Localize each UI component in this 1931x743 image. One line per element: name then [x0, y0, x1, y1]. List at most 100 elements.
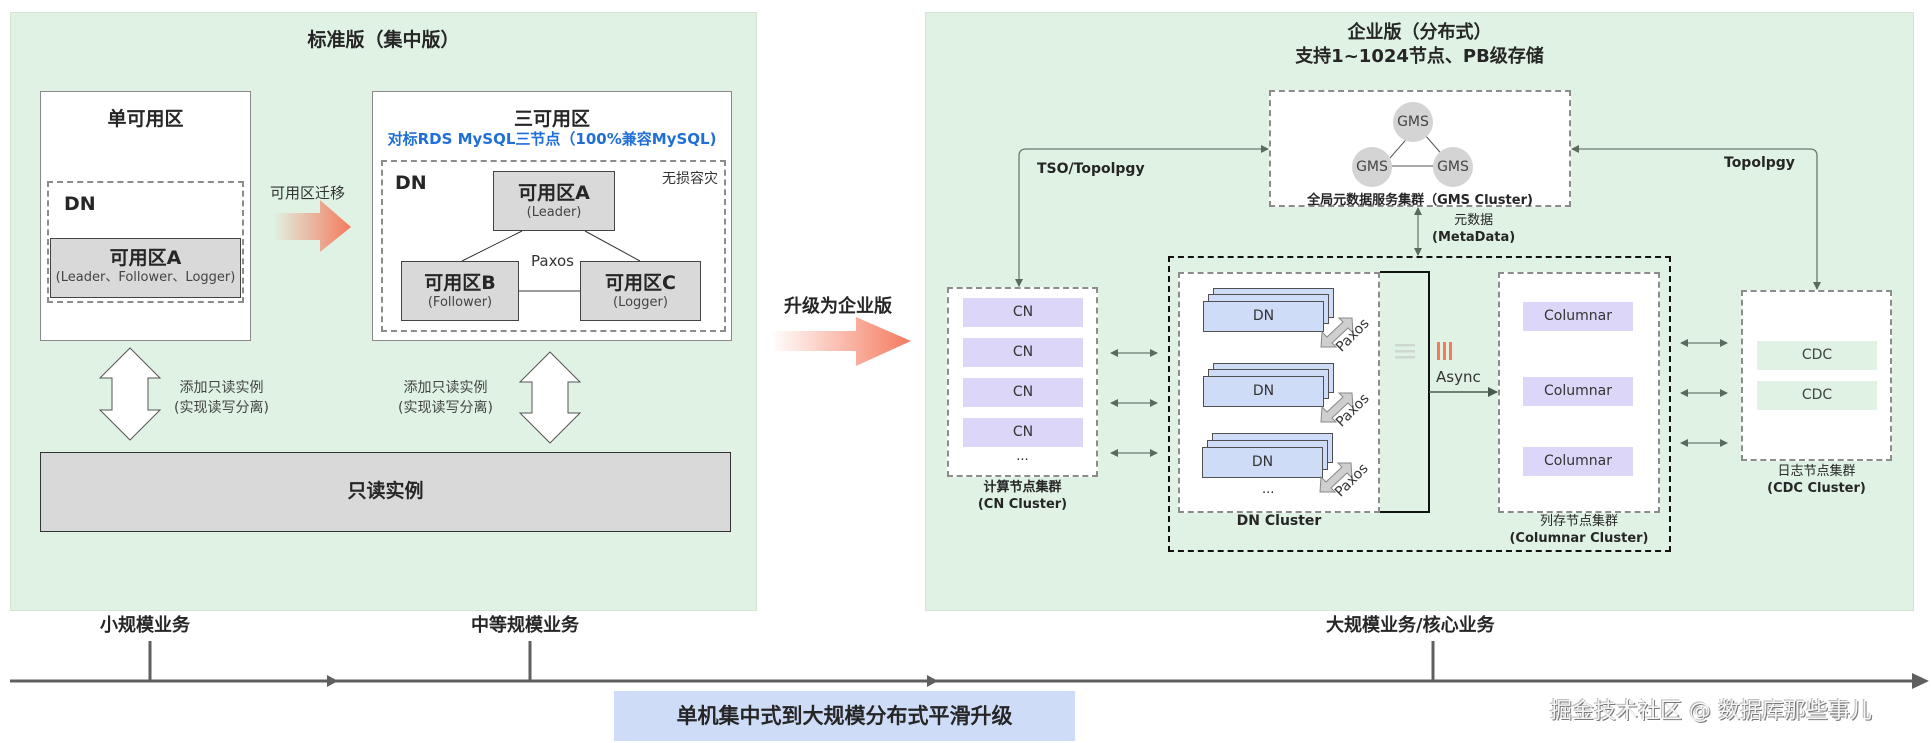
single-az-title: 单可用区	[107, 108, 184, 130]
gms-cluster-box: 全局元数据服务集群（GMS Cluster)	[1269, 90, 1571, 208]
az-a-role: (Leader)	[526, 205, 582, 220]
dn-node-label: DN	[1252, 383, 1275, 399]
cn-node: CN	[963, 418, 1083, 447]
tso-label: TSO/Topolpgy	[1037, 161, 1145, 177]
topology-connector	[1571, 145, 1821, 290]
readonly-note-right: 添加只读实例 (实现读写分离)	[398, 378, 493, 418]
dn-node: DN	[1203, 301, 1324, 332]
binlog-icon	[1437, 342, 1440, 360]
gms-node-top: GMS	[1393, 102, 1433, 142]
cdc-cluster-caption-line2: (CDC Cluster)	[1767, 481, 1866, 496]
cn-cluster-box: CN CN CN CN ...	[947, 287, 1098, 477]
readonly-instance-label: 只读实例	[347, 480, 424, 502]
gms-node-left-label: GMS	[1356, 159, 1388, 175]
enterprise-edition-title-line1: 企业版（分布式）	[1347, 22, 1492, 43]
cdc-node: CDC	[1757, 341, 1877, 370]
cn-ellipsis: ...	[1016, 449, 1029, 464]
standard-edition-title: 标准版（集中版）	[307, 29, 460, 51]
columnar-cluster-box: Columnar Columnar Columnar	[1498, 272, 1660, 513]
single-az-node-roles: (Leader、Follower、Logger)	[55, 270, 236, 285]
log-stream-icon	[1395, 344, 1415, 347]
summary-text: 单机集中式到大规模分布式平滑升级	[676, 704, 1013, 728]
single-az-box: 单可用区	[40, 91, 251, 341]
columnar-node: Columnar	[1523, 447, 1633, 476]
az-c-role: (Logger)	[613, 295, 668, 310]
three-az-title: 三可用区	[513, 108, 590, 130]
az-c-node: 可用区C (Logger)	[580, 261, 701, 321]
az-a-title: 可用区A	[518, 182, 590, 204]
az-b-node: 可用区B (Follower)	[401, 261, 519, 321]
columnar-node: Columnar	[1523, 377, 1633, 406]
gms-node-left: GMS	[1352, 147, 1392, 187]
columnar-cluster-caption-line1: 列存节点集群	[1539, 514, 1618, 529]
timeline-mid-arrow-icon	[927, 675, 938, 687]
tso-connector	[1015, 145, 1269, 287]
single-az-dn-group: DN	[47, 181, 244, 303]
metadata-label-line1: 元数据	[1454, 213, 1494, 228]
readonly-note-left-line2: (实现读写分离)	[174, 400, 269, 416]
single-az-node-title: 可用区A	[109, 247, 182, 269]
paxos-arrow-icon	[1319, 462, 1353, 493]
async-label: Async	[1436, 368, 1481, 386]
stage-label-small: 小规模业务	[100, 615, 190, 636]
cn-node: CN	[963, 298, 1083, 327]
gms-cluster-caption: 全局元数据服务集群（GMS Cluster)	[1307, 193, 1533, 208]
watermark: 掘金技术社区 @ 数据库那些事儿	[1550, 699, 1872, 724]
metadata-label: 元数据 (MetaData)	[1432, 212, 1515, 246]
gms-node-right-label: GMS	[1437, 159, 1469, 175]
cn-node: CN	[963, 338, 1083, 367]
paxos-arrow-icon	[1320, 317, 1354, 348]
gms-node-right: GMS	[1433, 147, 1473, 187]
metadata-label-line2: (MetaData)	[1432, 230, 1516, 245]
readonly-note-right-line2: (实现读写分离)	[398, 400, 493, 416]
columnar-node: Columnar	[1523, 302, 1633, 331]
cdc-cluster-caption-line1: 日志节点集群	[1777, 464, 1856, 479]
dn-ellipsis: ...	[1262, 482, 1275, 497]
cdc-cluster-box: CDC CDC	[1741, 290, 1892, 461]
dn-node-label: DN	[1252, 308, 1275, 324]
cdc-cluster-caption: 日志节点集群 (CDC Cluster)	[1741, 463, 1892, 497]
storage-group-box	[1168, 256, 1671, 552]
readonly-instance-box: 只读实例	[40, 452, 731, 532]
migration-label: 可用区迁移	[270, 184, 346, 202]
three-az-dn-label: DN	[395, 172, 427, 194]
three-az-dn-group: DN 无损容灾	[381, 160, 726, 332]
dn-node: DN	[1203, 376, 1324, 407]
lossless-dr-tag: 无损容灾	[662, 171, 718, 187]
summary-banner: 单机集中式到大规模分布式平滑升级	[614, 691, 1075, 741]
three-az-paxos-label: Paxos	[531, 252, 574, 270]
cn-cluster-caption: 计算节点集群 (CN Cluster)	[947, 479, 1098, 513]
stage-label-large: 大规模业务/核心业务	[1326, 615, 1495, 636]
az-b-title: 可用区B	[424, 272, 496, 294]
double-arrow-right-icon	[518, 351, 582, 444]
dn-cluster-caption: DN Cluster	[1236, 513, 1322, 529]
cn-cluster-caption-line2: (CN Cluster)	[977, 497, 1068, 512]
three-az-subtitle: 对标RDS MySQL三节点（100%兼容MySQL)	[387, 130, 717, 148]
single-az-node-a: 可用区A (Leader、Follower、Logger)	[50, 238, 241, 298]
timeline-mid-arrow-icon	[327, 675, 338, 687]
upgrade-label: 升级为企业版	[784, 296, 892, 317]
readonly-note-left-line1: 添加只读实例	[179, 380, 264, 396]
readonly-note-right-line1: 添加只读实例	[403, 380, 488, 396]
columnar-cluster-caption-line2: (Columnar Cluster)	[1509, 531, 1649, 546]
dn-node-label: DN	[1251, 454, 1274, 470]
dn-node: DN	[1202, 447, 1323, 478]
paxos-arrow-icon	[1320, 392, 1354, 423]
az-a-node: 可用区A (Leader)	[493, 171, 615, 231]
double-arrow-left-icon	[98, 347, 162, 441]
az-b-role: (Follower)	[427, 295, 493, 310]
readonly-note-left: 添加只读实例 (实现读写分离)	[174, 378, 269, 418]
columnar-cluster-caption: 列存节点集群 (Columnar Cluster)	[1498, 513, 1660, 547]
stage-label-medium: 中等规模业务	[471, 615, 579, 636]
topology-label: Topolpgy	[1724, 155, 1795, 171]
gms-node-top-label: GMS	[1397, 114, 1429, 130]
cn-node: CN	[963, 378, 1083, 407]
